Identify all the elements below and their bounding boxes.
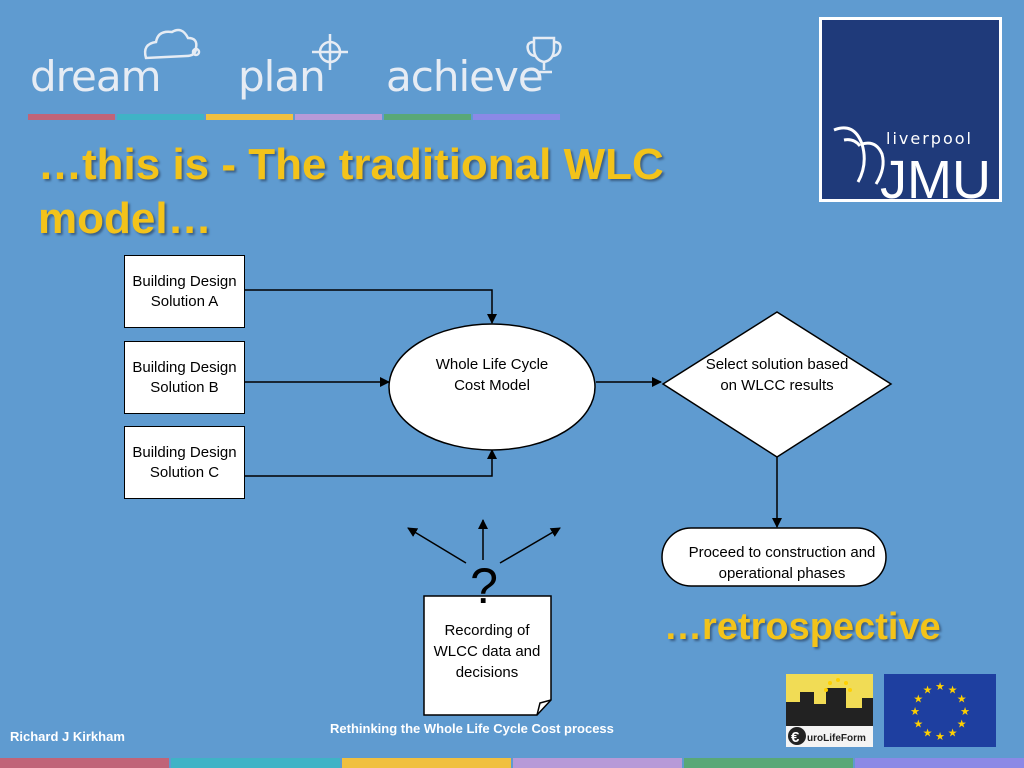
tagline-dream: dream xyxy=(30,52,161,101)
bottom-bar-segment xyxy=(684,758,853,768)
crosshair-icon xyxy=(312,34,348,70)
trophy-icon xyxy=(526,36,562,74)
retrospective-text: …retrospective xyxy=(664,606,941,648)
cloud-icon xyxy=(143,28,201,60)
bottom-bar-segment xyxy=(342,758,511,768)
eu-star: ★ xyxy=(957,693,967,706)
recording-page-fold xyxy=(536,699,552,716)
header-rule-segment xyxy=(384,114,471,120)
eu-star: ★ xyxy=(923,727,933,740)
eurolifeform-text: uroLifeForm xyxy=(807,733,866,744)
bottom-color-bar xyxy=(0,758,1024,768)
eu-stars-icon: ★★★★★★★★★★★★ xyxy=(910,680,970,743)
bottom-bar-segment xyxy=(513,758,682,768)
eu-star: ★ xyxy=(913,693,923,706)
header-rule-segment xyxy=(295,114,382,120)
arrow-c-to-model xyxy=(244,449,497,477)
header-rule-segment xyxy=(117,114,204,120)
jmu-large-text: JMU xyxy=(880,150,991,199)
solution-a-box: Building Design Solution A xyxy=(124,255,245,328)
tagline-achieve: achieve xyxy=(386,52,544,101)
eu-star: ★ xyxy=(948,727,958,740)
euro-symbol: € xyxy=(791,729,800,746)
eu-star: ★ xyxy=(957,718,967,731)
model-label: Whole Life Cycle Cost Model xyxy=(435,356,549,394)
bottom-bar-segment xyxy=(171,758,340,768)
liver-bird-icon xyxy=(833,126,885,185)
header-decorations xyxy=(28,28,562,120)
jmu-small-text: liverpool xyxy=(886,129,973,148)
eu-star: ★ xyxy=(948,683,958,696)
eu-star: ★ xyxy=(935,680,945,693)
eurolifeform-logo: € uroLifeForm xyxy=(786,674,873,747)
eu-star: ★ xyxy=(913,718,923,731)
header-rule xyxy=(28,114,560,120)
author-name: Richard J Kirkham xyxy=(10,729,125,744)
jmu-logo: liverpool JMU xyxy=(819,17,1002,202)
star-ring-icon xyxy=(824,678,852,692)
model-ellipse-shape xyxy=(388,323,596,451)
eu-star: ★ xyxy=(960,705,970,718)
proceed-terminator-shape xyxy=(661,527,887,587)
eu-star: ★ xyxy=(935,730,945,743)
solution-c-box: Building Design Solution C xyxy=(124,426,245,499)
header-rule-segment xyxy=(473,114,560,120)
question-mark: ? xyxy=(470,558,498,614)
arrow-question-left xyxy=(407,527,467,564)
tagline-plan: plan xyxy=(238,52,326,101)
eu-star: ★ xyxy=(923,683,933,696)
arrow-question-right xyxy=(499,527,561,564)
recording-document-shape xyxy=(423,595,552,716)
eu-flag: ★★★★★★★★★★★★ xyxy=(884,674,996,747)
arrow-a-to-model xyxy=(244,289,497,324)
header-rule-segment xyxy=(206,114,293,120)
eu-star: ★ xyxy=(910,705,920,718)
decision-label: Select solution based on WLCC results xyxy=(705,356,849,394)
footer-subtitle: Rethinking the Whole Life Cycle Cost pro… xyxy=(330,721,614,736)
slide-title: …this is - The traditional WLC model… xyxy=(38,140,664,243)
bottom-bar-segment xyxy=(855,758,1024,768)
header-rule-segment xyxy=(28,114,115,120)
recording-label: Recording of WLCC data and decisions xyxy=(433,622,541,681)
solution-b-box: Building Design Solution B xyxy=(124,341,245,414)
decision-diamond-shape xyxy=(661,311,893,458)
proceed-label: Proceed to construction and operational … xyxy=(688,544,876,582)
bottom-bar-segment xyxy=(0,758,169,768)
